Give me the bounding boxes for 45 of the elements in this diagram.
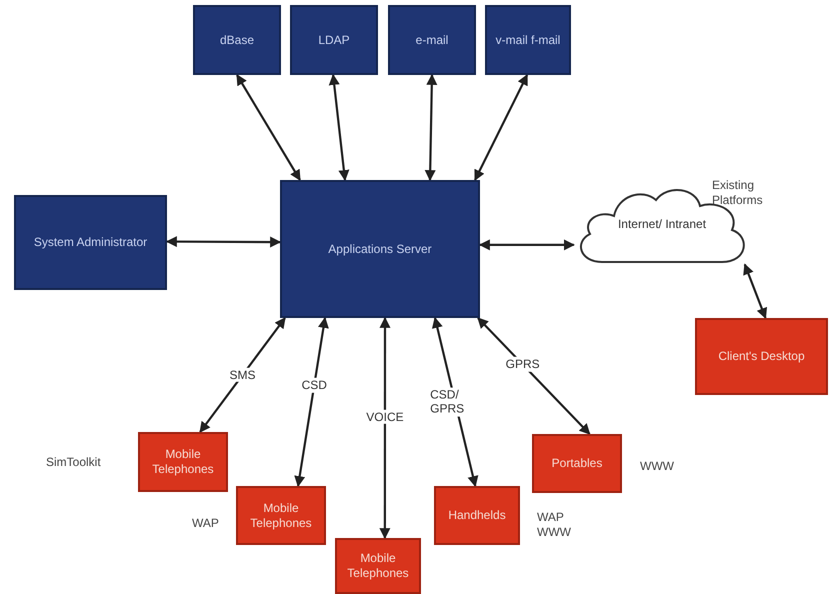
node-label: Portables — [552, 456, 602, 471]
double-arrow — [328, 74, 350, 182]
double-arrow — [294, 316, 329, 488]
node-label: v-mail f-mail — [496, 32, 560, 48]
double-arrow — [478, 239, 575, 250]
node-label: System Administrator — [34, 235, 148, 250]
node-label: Handhelds — [448, 508, 506, 523]
node-label: Mobile Telephones — [346, 551, 410, 581]
device-box — [532, 434, 622, 493]
device-box — [138, 432, 228, 492]
node-label: Mobile Telephones — [249, 500, 313, 530]
device-box — [236, 486, 326, 545]
node-label: Internet/ Intranet — [618, 217, 706, 232]
double-arrow — [199, 317, 286, 433]
double-arrow — [379, 316, 390, 540]
node-label: Mobile Telephones — [151, 447, 215, 477]
double-arrow — [166, 236, 282, 248]
node-label: dBase — [220, 32, 254, 48]
double-arrow — [477, 317, 590, 435]
note-label: SimToolkit — [46, 455, 102, 470]
note-label: WAP — [192, 516, 220, 531]
edge-label: GPRS — [504, 357, 541, 372]
edge-label: CSD — [300, 378, 328, 392]
note-label: WAP WWW — [537, 510, 572, 540]
device-box — [434, 486, 520, 545]
system-box — [290, 5, 378, 75]
node-label: LDAP — [318, 32, 350, 48]
edge-label: VOICE — [365, 410, 405, 424]
note-label: Existing Platforms — [712, 178, 764, 208]
system-box — [193, 5, 281, 75]
edge-label: SMS — [228, 368, 257, 382]
node-label: Applications Server — [328, 242, 432, 256]
system-box — [280, 180, 480, 318]
device-box — [695, 318, 828, 395]
device-box — [335, 538, 421, 594]
double-arrow — [236, 74, 301, 181]
note-label: WWW — [640, 459, 675, 474]
double-arrow — [743, 263, 768, 320]
system-box — [14, 195, 167, 290]
double-arrow — [424, 74, 438, 182]
node-label: e-mail — [416, 32, 448, 48]
double-arrow — [474, 74, 528, 181]
system-box — [485, 5, 571, 75]
system-box — [388, 5, 476, 75]
node-label: Client's Desktop — [718, 349, 805, 364]
